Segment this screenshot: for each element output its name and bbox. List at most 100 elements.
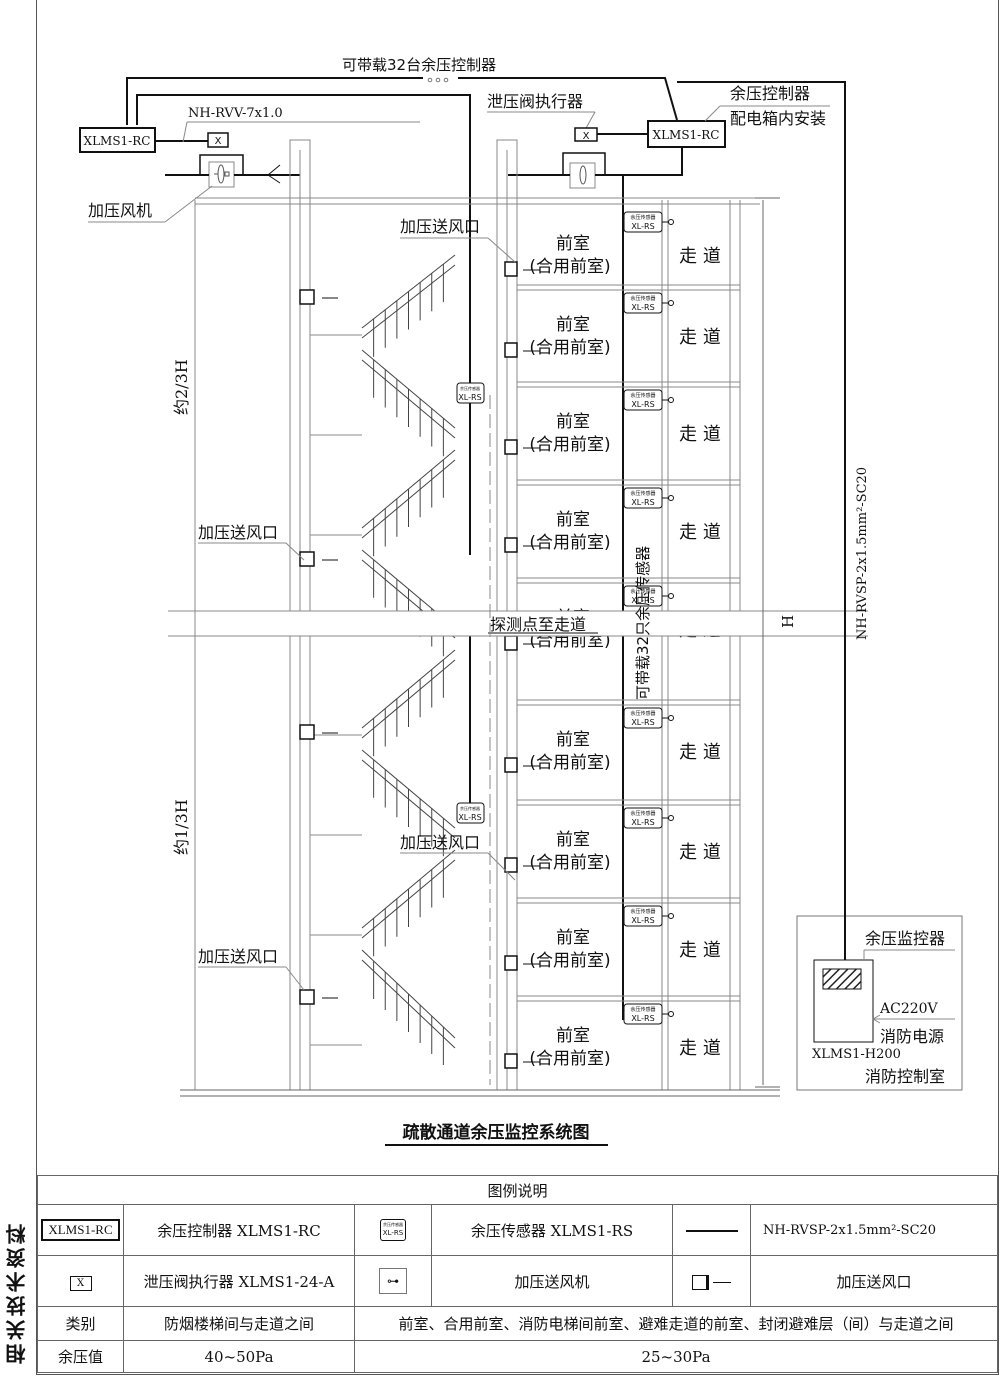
anteroom-sub-label: (合用前室) bbox=[529, 951, 610, 971]
anteroom-sub-label: (合用前室) bbox=[529, 753, 610, 773]
monitor-room: 消防控制室 bbox=[865, 1067, 945, 1086]
upper-zone-label: 约2/3H bbox=[172, 359, 191, 415]
svg-text:余压传感器: 余压传感器 bbox=[630, 908, 655, 915]
svg-text:XL-RS: XL-RS bbox=[631, 498, 654, 507]
svg-text:余压传感器: 余压传感器 bbox=[630, 1006, 655, 1013]
legend-desc-sensor: 余压传感器 XLMS1-RS bbox=[431, 1204, 673, 1256]
legend-desc-cable: NH-RVSP-2x1.5mm²-SC20 bbox=[750, 1204, 998, 1256]
legend-desc-actuator: 泄压阀执行器 XLMS1-24-A bbox=[123, 1255, 355, 1307]
side-label: 相关技术资料 bbox=[5, 1220, 29, 1365]
vent-icon bbox=[504, 1053, 518, 1069]
svg-text:余压传感器: 余压传感器 bbox=[630, 214, 655, 221]
legend-symbol-vent bbox=[672, 1255, 751, 1307]
top-bus-label: 可带载32台余压控制器 bbox=[342, 56, 496, 74]
svg-text:X: X bbox=[583, 131, 590, 142]
category-label: 类别 bbox=[37, 1306, 124, 1341]
probe-label: 探测点至走道 bbox=[490, 615, 586, 634]
anteroom-label: 前室 bbox=[556, 315, 590, 335]
riser-cable-label: NH-RVSP-2x1.5mm²-SC20 bbox=[855, 467, 870, 640]
corridor-label: 走 道 bbox=[679, 246, 721, 267]
svg-text:XL-RS: XL-RS bbox=[631, 222, 654, 231]
legend-desc-fan: 加压送风机 bbox=[431, 1255, 673, 1307]
vent-icon bbox=[692, 1273, 731, 1291]
corridor-label: 走 道 bbox=[679, 522, 721, 543]
svg-text:余压传感器: 余压传感器 bbox=[630, 295, 655, 302]
height-label: H bbox=[779, 615, 797, 628]
svg-text:XL-RS: XL-RS bbox=[631, 1014, 654, 1023]
controller-box-left-label: XLMS1-RC bbox=[84, 134, 151, 148]
monitor-power-voltage: AC220V bbox=[879, 1001, 939, 1017]
staircase bbox=[310, 254, 456, 1065]
corridor-label: 走 道 bbox=[679, 742, 721, 763]
vent-icon bbox=[299, 989, 315, 1005]
vent-icon bbox=[504, 635, 518, 651]
fan-icon-right bbox=[508, 152, 628, 189]
corridor-label: 走 道 bbox=[679, 424, 721, 445]
svg-text:XL-RS: XL-RS bbox=[631, 818, 654, 827]
actuator-icon-left bbox=[207, 132, 229, 148]
svg-text:XL-RS: XL-RS bbox=[631, 718, 654, 727]
svg-text:余压传感器: 余压传感器 bbox=[460, 385, 480, 391]
svg-text:XLMS1-RC: XLMS1-RC bbox=[653, 128, 720, 142]
fan-label: 加压风机 bbox=[88, 201, 152, 220]
vent-icon bbox=[504, 955, 518, 971]
svg-text:X: X bbox=[215, 136, 222, 147]
anteroom-label: 前室 bbox=[556, 928, 590, 948]
relief-valve-label: 泄压阀执行器 bbox=[487, 92, 583, 111]
anteroom-sub-label: (合用前室) bbox=[529, 533, 610, 553]
bus-wiring bbox=[126, 77, 846, 1020]
anteroom-sub-label: (合用前室) bbox=[529, 853, 610, 873]
anteroom-sub-label: (合用前室) bbox=[529, 1049, 610, 1069]
vent-callouts: 加压送风口 加压送风口 加压送风口 加压送风口 bbox=[198, 217, 516, 991]
legend-header: 图例说明 bbox=[37, 1175, 998, 1205]
legend-desc-vent: 加压送风口 bbox=[750, 1255, 998, 1307]
vent-icon bbox=[504, 757, 518, 773]
anteroom-label: 前室 bbox=[556, 234, 590, 254]
controller-label-line2: 配电箱内安装 bbox=[730, 109, 826, 128]
svg-text:XL-RS: XL-RS bbox=[631, 596, 654, 605]
corridor-label: 走 道 bbox=[679, 1038, 721, 1059]
fan-icon: ⊶ bbox=[379, 1268, 407, 1294]
svg-text:XL-RS: XL-RS bbox=[631, 400, 654, 409]
svg-text:加压送风口: 加压送风口 bbox=[400, 217, 480, 236]
svg-text:余压传感器: 余压传感器 bbox=[630, 490, 655, 497]
anteroom-label: 前室 bbox=[556, 412, 590, 432]
svg-text:余压传感器: 余压传感器 bbox=[630, 810, 655, 817]
lower-zone-label: 约1/3H bbox=[172, 799, 191, 855]
svg-text:加压送风口: 加压送风口 bbox=[400, 833, 480, 852]
vent-icon bbox=[504, 857, 518, 873]
svg-text:余压传感器: 余压传感器 bbox=[630, 710, 655, 717]
legend-symbol-fan: ⊶ bbox=[354, 1255, 432, 1307]
svg-text:余压传感器: 余压传感器 bbox=[630, 392, 655, 399]
pressure-label: 余压值 bbox=[37, 1340, 124, 1373]
svg-text:XL-RS: XL-RS bbox=[458, 813, 481, 822]
fan-icon-left bbox=[165, 154, 300, 188]
vent-icon bbox=[504, 537, 518, 553]
pressure-monitor bbox=[796, 82, 963, 1091]
svg-text:余压传感器: 余压传感器 bbox=[630, 588, 655, 595]
anteroom-sub-label: (合用前室) bbox=[529, 435, 610, 455]
category-a: 防烟楼梯间与走道之间 bbox=[123, 1306, 355, 1341]
svg-text:XL-RS: XL-RS bbox=[458, 393, 481, 402]
controller-box-left bbox=[79, 127, 156, 153]
anteroom-label: 前室 bbox=[556, 510, 590, 530]
corridor-label: 走 道 bbox=[679, 842, 721, 863]
monitor-model: XLMS1-H200 bbox=[812, 1047, 901, 1062]
vent-icon bbox=[299, 551, 315, 567]
svg-text:余压传感器: 余压传感器 bbox=[460, 805, 480, 811]
pressure-a: 40~50Pa bbox=[123, 1340, 355, 1373]
height-dimension bbox=[755, 197, 780, 1088]
category-b: 前室、合用前室、消防电梯间前室、避难走道的前室、封闭避难层（间）与走道之间 bbox=[354, 1306, 998, 1341]
svg-text:加压送风口: 加压送风口 bbox=[198, 523, 278, 542]
controller-label-line1: 余压控制器 bbox=[730, 84, 810, 103]
legend-desc-controller: 余压控制器 XLMS1-RC bbox=[123, 1204, 355, 1256]
line-icon bbox=[685, 1230, 738, 1232]
